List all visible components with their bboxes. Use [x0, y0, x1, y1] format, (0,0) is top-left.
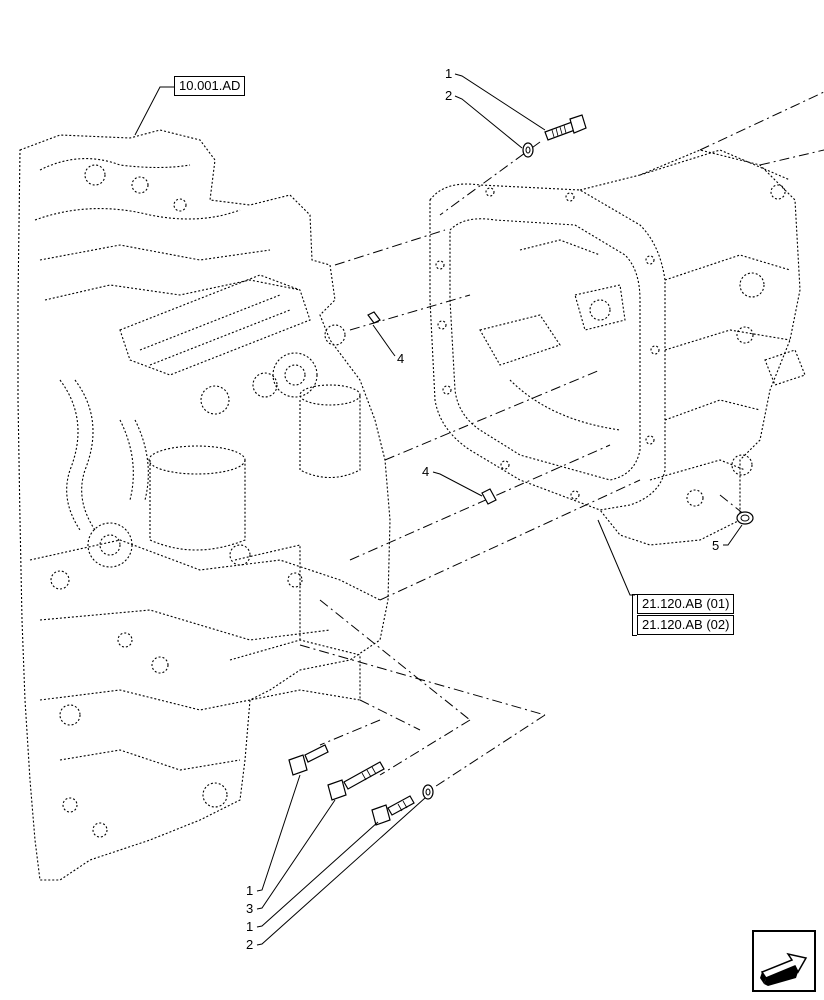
- leader-lines: [134, 73, 743, 946]
- callout-bottom-1a: 1: [246, 883, 254, 898]
- engine-reference-box[interactable]: 10.001.AD: [174, 76, 246, 96]
- bottom-bolt-a: [288, 744, 329, 776]
- housing-reference-box-01[interactable]: 21.120.AB (01): [637, 594, 735, 614]
- callout-upper-pin: 4: [397, 351, 405, 366]
- engine-assembly: [17, 129, 391, 881]
- callout-top-bolt: 1: [445, 66, 453, 81]
- callout-plug: 5: [712, 538, 720, 553]
- callout-bottom-1b: 1: [246, 919, 254, 934]
- lower-dowel-pin: [481, 488, 497, 505]
- upper-dowel-pin: [367, 311, 381, 324]
- top-bolt: [544, 114, 587, 141]
- callout-bottom-2: 2: [246, 937, 254, 952]
- bottom-bolt-b: [327, 761, 385, 801]
- transmission-housing: [429, 91, 824, 546]
- next-page-arrow-icon: [760, 952, 808, 986]
- plug: [736, 511, 754, 525]
- housing-reference-bracket: [632, 594, 637, 636]
- callout-bottom-3: 3: [246, 901, 254, 916]
- housing-reference-box-02[interactable]: 21.120.AB (02): [637, 615, 735, 635]
- top-washer: [522, 142, 534, 158]
- callout-lower-pin: 4: [422, 464, 430, 479]
- alignment-lines: [299, 141, 746, 791]
- bottom-bolt-c: [371, 795, 415, 826]
- bottom-washer: [422, 784, 434, 800]
- callout-top-washer: 2: [445, 88, 453, 103]
- next-page-button[interactable]: [752, 930, 816, 992]
